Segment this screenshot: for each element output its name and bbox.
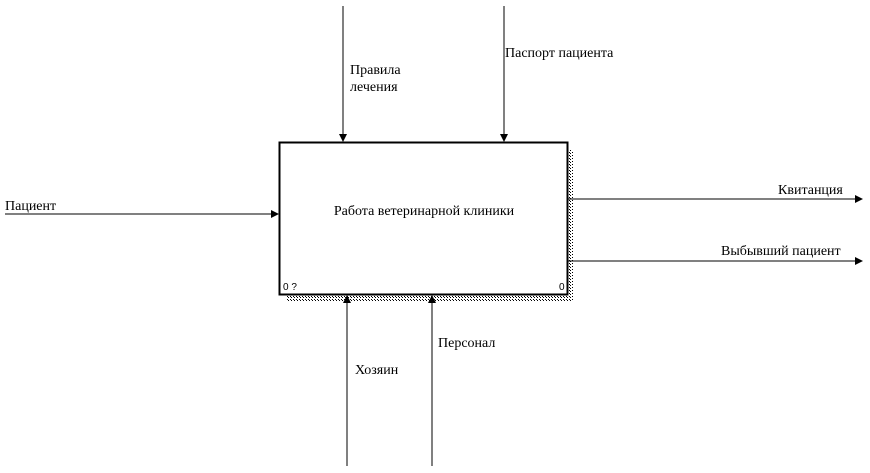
control-arrow-passport[interactable] — [500, 6, 508, 142]
box-cost: 0 — [559, 282, 565, 293]
control-label-passport: Паспорт пациента — [505, 46, 614, 61]
output-arrow-discharged-patient[interactable] — [567, 257, 863, 265]
function-box[interactable] — [278, 141, 569, 296]
control-arrow-rules[interactable] — [339, 6, 347, 142]
mechanism-label-staff: Персонал — [438, 336, 496, 351]
mechanism-arrow-owner[interactable] — [343, 295, 351, 466]
input-arrow-patient[interactable] — [5, 210, 279, 218]
output-label-receipt: Квитанция — [778, 183, 843, 198]
mechanism-arrow-staff[interactable] — [428, 295, 436, 466]
mechanism-label-owner: Хозяин — [355, 363, 399, 378]
input-label-patient: Пациент — [5, 199, 57, 214]
function-box-shadow — [287, 150, 573, 302]
output-arrow-receipt[interactable] — [567, 195, 863, 203]
node-reference: 0 ? — [283, 282, 297, 293]
function-box-title: Работа ветеринарной клиники — [333, 204, 515, 219]
output-label-discharged-patient: Выбывший пациент — [721, 244, 841, 259]
control-label-rules: Правила лечения — [350, 63, 401, 95]
